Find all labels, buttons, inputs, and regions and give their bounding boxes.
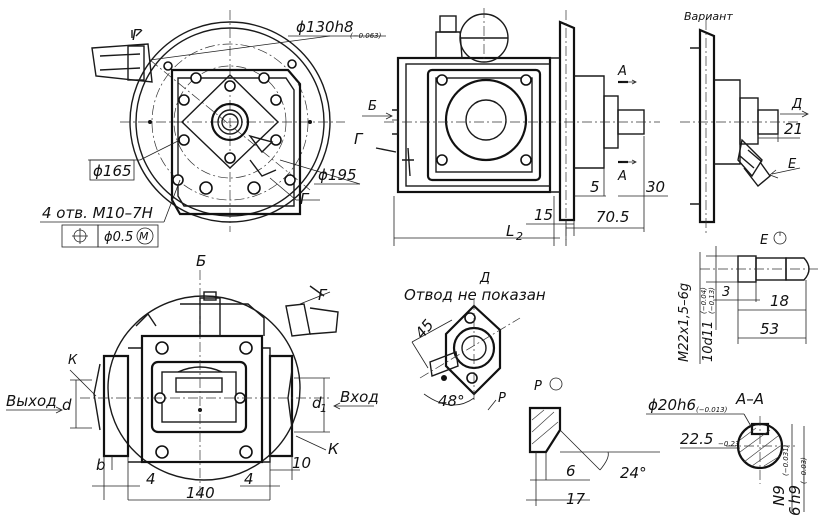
label-a-top: А	[617, 64, 627, 79]
label-a-bottom: А	[617, 169, 627, 184]
dim-L2-sub: 2	[516, 230, 523, 243]
dim-d130-tol: (−0.063)	[350, 32, 382, 40]
label-e-view: Е	[760, 233, 769, 248]
dim-10: 10	[292, 454, 311, 472]
dim-3: 3	[722, 285, 730, 300]
dim-pos-mod: М	[139, 230, 149, 243]
dim-d165: ϕ165	[93, 162, 132, 180]
label-g-mid: Г	[300, 190, 310, 208]
dim-d1: d	[312, 394, 322, 412]
dim-n9: N9	[770, 485, 788, 506]
dim-pos-tol: ϕ0.5	[104, 230, 133, 245]
dim-48: 48°	[438, 392, 465, 410]
dim-holes: 4 отв. М10–7Н	[42, 204, 153, 222]
label-p-view: Р	[534, 379, 542, 394]
dim-15: 15	[534, 206, 553, 224]
dim-thread: М22х1,5–6g	[677, 283, 692, 362]
view-p: Р 6 24° 17	[526, 377, 660, 508]
dim-45: 45	[411, 316, 437, 342]
dim-d130: ϕ130h8	[296, 18, 354, 36]
label-g-top: Г	[132, 26, 142, 44]
dim-b: b	[96, 456, 106, 474]
front-flange-view	[91, 10, 345, 232]
label-variant: Вариант	[684, 10, 733, 23]
dim-h9: h9	[786, 485, 804, 504]
label-b-arrow: Б	[368, 99, 377, 114]
front-view-dimensions: ϕ130h8 (−0.063) ϕ165 ϕ195 Г 4 отв. М10–7…	[40, 18, 386, 248]
dim-shaft: 10d11	[701, 321, 716, 362]
view-b-dimensions: Г К Выход d Вход d 1 К b 4 140 4 10	[6, 286, 379, 502]
dim-18: 18	[770, 292, 789, 310]
dim-h9-tol: (−0.03)	[800, 457, 808, 484]
dim-22-tol: −0.23	[718, 440, 739, 448]
dim-24: 24°	[620, 464, 647, 482]
dim-shaft-tol-top: (−0.04)	[700, 287, 708, 314]
dim-6: 6	[566, 462, 576, 480]
dim-21: 21	[784, 120, 803, 138]
label-e-arrow: Е	[788, 157, 797, 172]
view-d: Д Отвод не показан 45 48° Р	[404, 271, 546, 411]
dim-d195: ϕ195	[318, 166, 357, 184]
label-not-shown: Отвод не показан	[404, 286, 546, 304]
label-k-left: К	[68, 353, 78, 368]
dim-140: 140	[186, 484, 215, 502]
dim-shaft-tol-bot: (−0.13)	[708, 287, 716, 314]
label-inlet: Вход	[340, 388, 379, 406]
dim-d-small: d	[62, 396, 72, 414]
label-g-side: Г	[354, 130, 364, 148]
dim-53: 53	[760, 320, 779, 338]
section-aa: А–А ϕ20h6 (−0.013) 22.5 −0.23 N9 (−0.031…	[646, 390, 808, 516]
dim-4b: 4	[244, 470, 254, 488]
dim-d20-tol: (−0.013)	[696, 406, 728, 414]
dim-22-5: 22.5	[680, 430, 713, 448]
label-outlet: Выход	[6, 392, 57, 410]
side-view-dimensions: А А Б Г L 2 15 5 70.5 30	[354, 64, 668, 246]
dim-4a: 4	[146, 470, 156, 488]
label-view-d: Д	[479, 271, 490, 286]
label-d-arrow: Д	[791, 97, 802, 112]
variant-view: Вариант Д 21 Е	[680, 10, 809, 236]
shaft-detail-e: Е М22х1,5–6g 10d11 (−0.04) (−0.13) 3 18 …	[677, 231, 820, 364]
dim-17: 17	[566, 490, 586, 508]
dim-5: 5	[590, 178, 600, 196]
label-k-right: К	[328, 440, 340, 458]
dim-h9-6: 6	[786, 506, 804, 516]
dim-n9-tol: (−0.031)	[782, 444, 790, 476]
dim-L2: L	[506, 222, 514, 240]
label-view-b: Б	[196, 252, 206, 270]
dim-d20h6: ϕ20h6	[648, 396, 696, 414]
label-p-arrow: Р	[498, 391, 506, 406]
side-view	[375, 8, 660, 240]
label-section-aa: А–А	[735, 390, 764, 408]
dim-30: 30	[646, 178, 665, 196]
dim-70-5: 70.5	[596, 208, 629, 226]
dim-d1-sub: 1	[320, 402, 327, 415]
